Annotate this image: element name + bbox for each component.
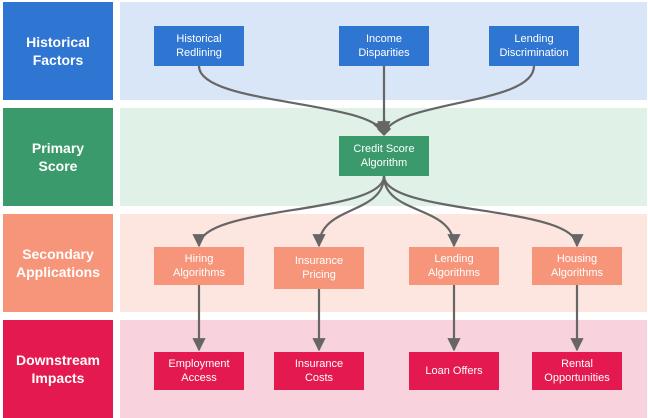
edge-credit-to-hiring [192,175,386,248]
edge-credit-to-insurance-pricing [312,175,386,248]
node-hiring-algorithms: Hiring Algorithms [154,247,244,285]
node-income-disparities: Income Disparities [339,26,429,66]
tier-historical-factors: Historical Factors [3,2,113,100]
edge-credit-to-housing [382,175,584,248]
node-lending-algorithms: Lending Algorithms [409,247,499,285]
node-historical-redlining: Historical Redlining [154,26,244,66]
edge-lending-disc-to-credit [382,65,536,134]
node-employment-access: Employment Access [154,352,244,390]
node-housing-algorithms: Housing Algorithms [532,247,622,285]
tier-primary-score: Primary Score [3,108,113,206]
tier-downstream-impacts: Downstream Impacts [3,320,113,418]
node-insurance-pricing: Insurance Pricing [274,247,364,289]
node-insurance-costs: Insurance Costs [274,352,364,390]
tier-secondary-applications: Secondary Applications [3,214,113,312]
node-loan-offers: Loan Offers [409,352,499,390]
node-lending-discrimination: Lending Discrimination [489,26,579,66]
node-rental-opportunities: Rental Opportunities [532,352,622,390]
edge-redlining-to-credit [197,65,386,135]
edge-credit-to-lending-alg [382,175,461,248]
node-credit-score-algorithm: Credit Score Algorithm [339,136,429,176]
